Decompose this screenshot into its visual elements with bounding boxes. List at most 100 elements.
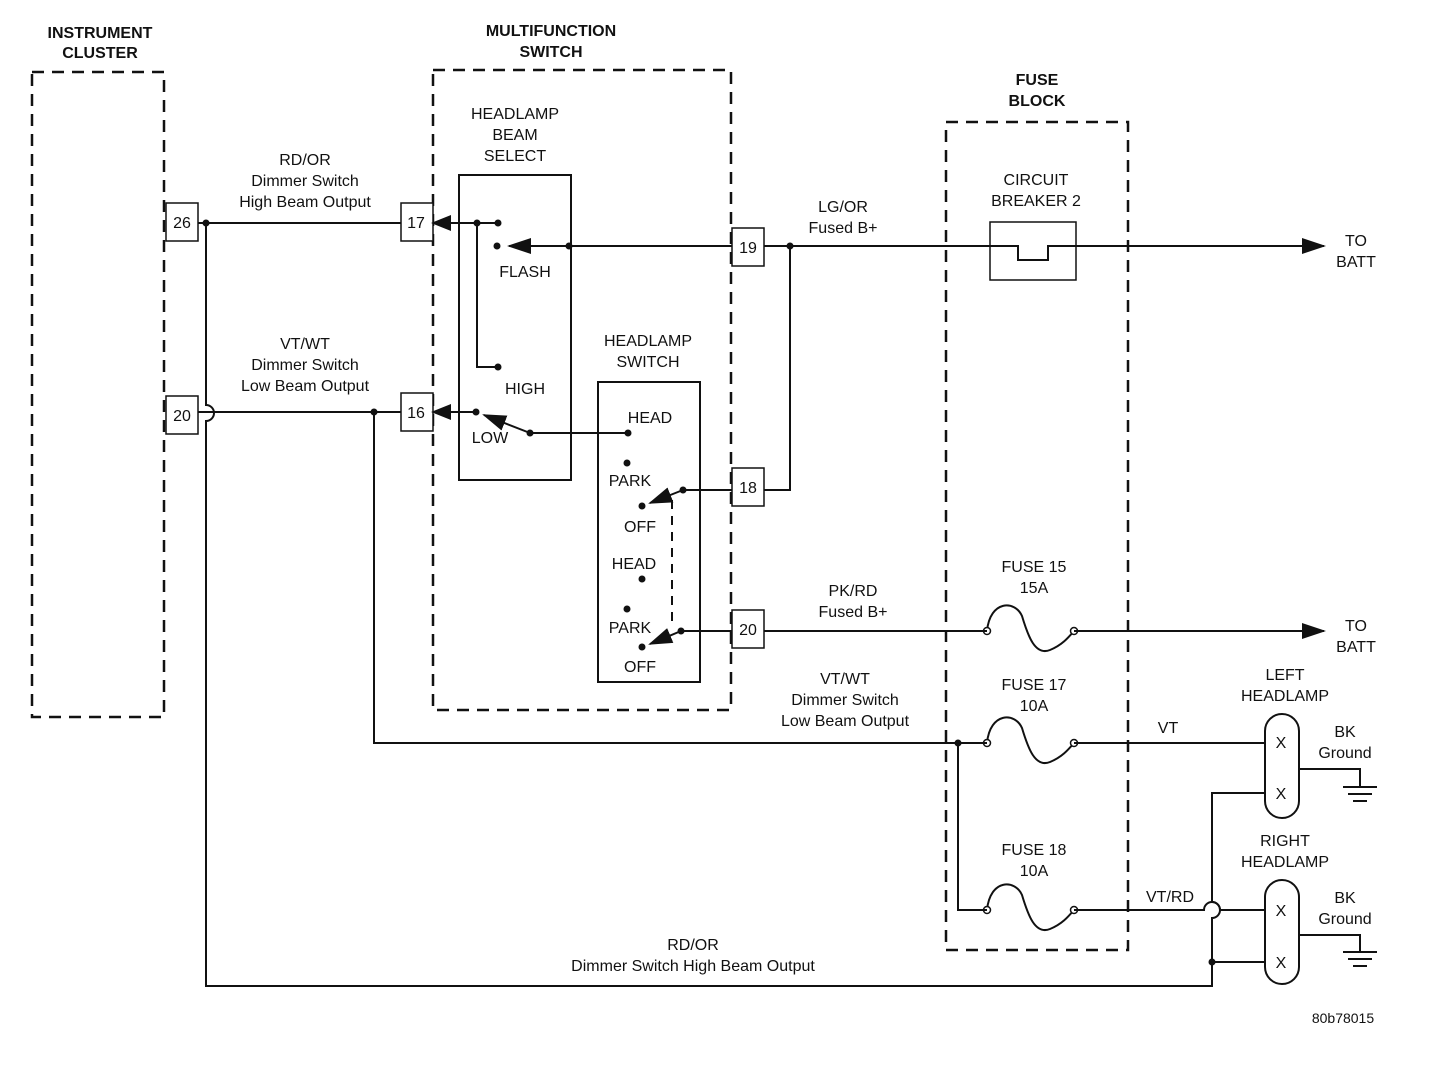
pin-19-label: 19 xyxy=(739,240,757,257)
left-headlamp-label: LEFT xyxy=(1265,667,1304,684)
left-headlamp: LEFT HEADLAMP X X BK Ground xyxy=(1241,667,1377,819)
to-batt-label-2: TO xyxy=(1345,618,1367,635)
multifunction-switch-title: MULTIFUNCTION xyxy=(486,23,616,40)
wire-fuse18-feed xyxy=(957,743,987,911)
pin-20-cluster-box xyxy=(165,395,199,435)
wire-rd-or-bottom-color: RD/OR xyxy=(667,937,719,954)
fuse-15-rating: 15A xyxy=(1020,580,1049,597)
wire-vt-color: VT xyxy=(1158,720,1179,737)
left-ground-color: BK xyxy=(1334,724,1356,741)
ground-icon xyxy=(1343,951,1377,967)
multifunction-switch-boundary xyxy=(431,68,733,712)
right-ground-color: BK xyxy=(1334,890,1356,907)
left-headlamp-pin-high: X xyxy=(1276,786,1287,803)
off-label-1: OFF xyxy=(624,519,656,536)
head-label-2: HEAD xyxy=(612,556,656,573)
pin-18-label: 18 xyxy=(739,480,757,497)
wire-lg-or-color: LG/OR xyxy=(818,199,868,216)
wire-vt-wt-right-line2: Low Beam Output xyxy=(781,713,910,730)
left-ground-wire xyxy=(1299,768,1361,787)
pin-17-box xyxy=(400,202,434,242)
contact-park-2 xyxy=(623,605,631,613)
wire-pk-rd-desc: Fused B+ xyxy=(819,604,888,621)
circuit-breaker-symbol xyxy=(946,245,1128,261)
multifunction-switch-title-2: SWITCH xyxy=(519,44,582,61)
fuse-18-symbol xyxy=(986,883,1075,932)
beam-select-title: HEADLAMP xyxy=(471,106,559,123)
headlamp-switch-title-2: SWITCH xyxy=(616,354,679,371)
pin-17-label: 17 xyxy=(407,215,425,232)
contact-high xyxy=(494,363,502,371)
to-batt-label-2b: BATT xyxy=(1336,639,1376,656)
wire-lg-or-desc: Fused B+ xyxy=(809,220,878,237)
dimmer-switch-arm xyxy=(482,414,531,434)
pin-20-cluster-label: 20 xyxy=(173,408,191,425)
left-headlamp-body xyxy=(1264,713,1300,819)
right-headlamp-label: RIGHT xyxy=(1260,833,1310,850)
contact-flash-b xyxy=(493,242,501,250)
fuse-18-rating: 10A xyxy=(1020,863,1049,880)
beam-select-box xyxy=(458,174,572,481)
low-label: LOW xyxy=(472,430,509,447)
fuse-17-label: FUSE 17 xyxy=(1002,677,1067,694)
pin-20-switch-label: 20 xyxy=(739,622,757,639)
headlamp-switch-arm-1 xyxy=(648,487,684,504)
right-ground-wire xyxy=(1299,934,1361,952)
pin-18-box xyxy=(731,467,765,507)
instrument-cluster-boundary xyxy=(30,70,166,719)
contact-off-2 xyxy=(638,643,646,651)
right-headlamp-label-2: HEADLAMP xyxy=(1241,854,1329,871)
headlamp-switch-arm-2 xyxy=(648,628,682,645)
circuit-breaker-label-2: BREAKER 2 xyxy=(991,193,1081,210)
wire-high-beam-feed xyxy=(1211,792,1265,963)
wire-pk-rd-color: PK/RD xyxy=(829,583,878,600)
instrument-cluster-title: INSTRUMENT xyxy=(48,25,153,42)
right-headlamp: RIGHT HEADLAMP X X BK Ground xyxy=(1241,833,1377,985)
wire-vt-wt-left-line2: Low Beam Output xyxy=(241,378,370,395)
pin-16-label: 16 xyxy=(407,405,425,422)
wire-rd-or-top-color: RD/OR xyxy=(279,152,331,169)
park-label-2: PARK xyxy=(609,620,652,637)
wire-vt-wt-right-line1: Dimmer Switch xyxy=(791,692,899,709)
headlamp-switch-box xyxy=(597,381,701,683)
instrument-cluster: INSTRUMENT CLUSTER 26 20 xyxy=(30,25,199,719)
fuse-18-label: FUSE 18 xyxy=(1002,842,1067,859)
wire-vt-wt-left-line1: Dimmer Switch xyxy=(251,357,359,374)
headlamp-switch-title: HEADLAMP xyxy=(604,333,692,350)
contact-off-1 xyxy=(638,502,646,510)
circuit-breaker-box xyxy=(989,221,1077,281)
fuse-block-title-2: BLOCK xyxy=(1009,93,1066,110)
fuse-17-symbol xyxy=(986,716,1075,765)
circuit-breaker-label: CIRCUIT xyxy=(1004,172,1069,189)
left-ground-label: Ground xyxy=(1318,745,1371,762)
contact-head-2 xyxy=(638,575,646,583)
right-headlamp-pin-low: X xyxy=(1276,903,1287,920)
right-ground-label: Ground xyxy=(1318,911,1371,928)
wire-rd-or-top-line1: Dimmer Switch xyxy=(251,173,359,190)
wire-vt-wt-left-color: VT/WT xyxy=(280,336,330,353)
contact-low xyxy=(472,408,480,416)
flash-label: FLASH xyxy=(499,264,551,281)
wire-vt-wt-right xyxy=(373,412,987,744)
fuse-15-symbol xyxy=(986,604,1075,653)
fuse-17-rating: 10A xyxy=(1020,698,1049,715)
figure-id: 80b78015 xyxy=(1312,1010,1375,1026)
right-headlamp-pin-high: X xyxy=(1276,955,1287,972)
wire-vt-wt-right-color: VT/WT xyxy=(820,671,870,688)
wire-rd-or-bottom xyxy=(205,223,1213,987)
fuse-15-label: FUSE 15 xyxy=(1002,559,1067,576)
junction xyxy=(1208,958,1216,966)
wire-rd-or-bottom-desc: Dimmer Switch High Beam Output xyxy=(571,958,815,975)
pin-26-label: 26 xyxy=(173,215,191,232)
wire-high-link xyxy=(476,223,498,368)
beam-select-title-2: BEAM xyxy=(492,127,537,144)
fuse-block-boundary xyxy=(944,120,1130,952)
pin-19-box xyxy=(731,227,765,267)
left-headlamp-label-2: HEADLAMP xyxy=(1241,688,1329,705)
high-label: HIGH xyxy=(505,381,545,398)
pin-20-switch-box xyxy=(731,609,765,649)
wires: RD/OR Dimmer Switch High Beam Output RD/… xyxy=(198,152,1376,987)
to-batt-label-1b: BATT xyxy=(1336,254,1376,271)
fuse-block: FUSE BLOCK CIRCUIT BREAKER 2 FUSE 15 15A… xyxy=(944,72,1130,952)
